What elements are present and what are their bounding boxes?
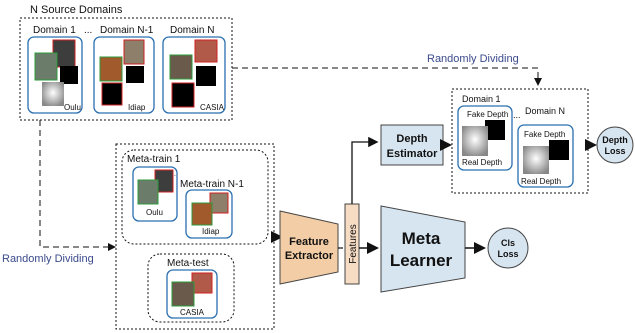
depth-map-face	[42, 82, 64, 106]
meta-train-1-label: Meta-train 1	[127, 154, 181, 165]
domain-n-group: Domain N CASIA	[162, 25, 226, 114]
depth-domain-1-label: Domain 1	[462, 94, 501, 104]
cls-loss-circle	[487, 227, 529, 269]
fake-depth-1-label: Fake Depth	[467, 110, 508, 119]
domain-n1-group: Domain N-1 Idiap	[93, 25, 155, 114]
fake-face-image	[209, 192, 229, 214]
depth-estimator-line1: Depth	[396, 133, 427, 145]
meta-test-group: CASIA	[166, 269, 218, 319]
feature-extractor-line2: Extractor	[285, 250, 334, 262]
depth-estimator-box	[380, 124, 444, 166]
depth-loss-line2: Loss	[604, 146, 625, 156]
real-face-image	[34, 52, 58, 81]
meta-train-1-frame	[132, 166, 178, 222]
meta-train-n1-frame	[185, 189, 233, 239]
meta-learner-shape	[380, 205, 466, 293]
meta-train-1-group: Oulu	[132, 166, 178, 222]
depth-domain-1-group: Fake Depth Real Depth	[457, 105, 513, 171]
meta-test-dataset: CASIA	[180, 308, 205, 317]
arrow-to-depth-estimator	[351, 136, 379, 204]
real-face-image	[137, 179, 159, 205]
randomly-dividing-left-label: Randomly Dividing	[2, 253, 94, 265]
depth-domain-n-group: Fake Depth Real Depth	[517, 124, 574, 188]
meta-train-ellipsis: ...	[172, 171, 178, 178]
domain-n-frame	[162, 36, 226, 114]
domain-1-frame	[27, 36, 83, 114]
real-face-image	[191, 202, 213, 226]
depth-map-black	[196, 66, 216, 86]
depth-map-black	[126, 66, 144, 83]
depth-ellipsis: ...	[513, 110, 521, 120]
meta-train-box	[121, 149, 269, 245]
randomly-dividing-arrow-left	[39, 120, 116, 251]
cls-loss-line1: Cls	[501, 238, 515, 248]
depth-loss-circle	[596, 126, 634, 164]
cls-loss-line2: Loss	[497, 249, 518, 259]
meta-train-n1-label: Meta-train N-1	[180, 179, 244, 190]
source-domains-box	[19, 17, 233, 121]
real-depth-map	[462, 126, 488, 156]
real-depth-1-label: Real Depth	[462, 158, 502, 167]
depth-domain-n-frame	[517, 124, 574, 188]
real-depth-map	[523, 146, 549, 174]
depth-domain-n-label: Domain N	[525, 106, 565, 116]
fake-face-image	[123, 39, 145, 65]
domain-n1-dataset: Idiap	[128, 103, 146, 112]
domain-n1-frame	[93, 36, 155, 114]
fake-depth-map	[485, 120, 505, 140]
features-label: Features	[348, 224, 359, 263]
depth-map-black	[171, 82, 195, 108]
domain-1-group: Domain 1 Oulu	[27, 25, 83, 114]
fake-depth-map	[549, 140, 569, 160]
real-depth-n-label: Real Depth	[521, 177, 561, 186]
meta-test-frame	[166, 269, 218, 319]
domain-1-dataset: Oulu	[64, 103, 81, 112]
domain-n-label: Domain N	[170, 25, 214, 36]
meta-train-1-dataset: Oulu	[146, 208, 163, 217]
depth-estimator-line2: Estimator	[387, 148, 438, 160]
fake-face-image	[194, 39, 218, 63]
depth-map-black	[101, 82, 123, 106]
depth-map-black	[60, 66, 78, 84]
depth-domain-1-frame	[457, 105, 513, 171]
domain-n1-label: Domain N-1	[100, 25, 154, 36]
meta-learner-line2: Learner	[390, 251, 453, 270]
meta-train-n1-group: Idiap	[185, 189, 233, 239]
feature-extractor-line1: Feature	[289, 236, 329, 248]
randomly-dividing-top-label: Randomly Dividing	[427, 53, 519, 65]
domain-1-label: Domain 1	[33, 25, 76, 36]
depth-loss-line1: Depth	[602, 135, 628, 145]
fake-face-image	[191, 272, 213, 294]
source-ellipsis: ...	[84, 25, 92, 36]
real-face-image	[99, 56, 123, 82]
meta-test-label: Meta-test	[167, 258, 209, 269]
domain-n-dataset: CASIA	[200, 103, 225, 112]
meta-train-n1-dataset: Idiap	[202, 227, 220, 236]
fake-depth-n-label: Fake Depth	[524, 130, 565, 139]
meta-split-box	[115, 143, 275, 330]
randomly-dividing-arrow-top	[232, 67, 542, 86]
source-domains-title: N Source Domains	[30, 4, 123, 16]
real-face-image	[171, 281, 195, 307]
feature-extractor-shape	[279, 210, 339, 285]
real-face-image	[169, 54, 193, 80]
meta-learner-line1: Meta	[402, 229, 441, 248]
